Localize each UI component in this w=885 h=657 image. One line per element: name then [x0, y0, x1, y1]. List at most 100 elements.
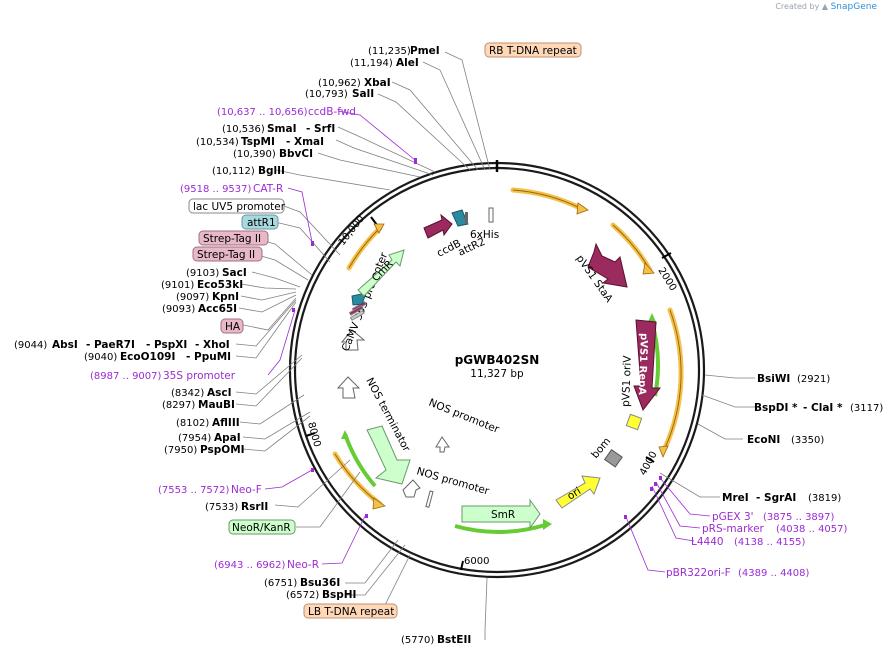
site-absi-name: AbsI: [52, 339, 78, 351]
cmr-arrow: [357, 249, 405, 297]
primer-catr-name: CAT-R: [253, 183, 283, 195]
site-afliii-num: (8102): [176, 418, 209, 429]
tick-label-6000: 6000: [464, 556, 489, 567]
attr1-label: attR1: [247, 217, 276, 229]
site-alei-num: (11,194): [350, 58, 393, 69]
site-eco53ki-name: Eco53kI: [197, 279, 243, 291]
primer-ccdbfwd-name: ccdB-fwd: [308, 106, 356, 118]
site-bsteii-num: (5770): [401, 635, 434, 646]
tick-6000: [460, 560, 464, 571]
site-bsteii-name: BstEII: [437, 634, 471, 646]
site-bsphi-name: BspHI: [322, 589, 356, 601]
nos-promoter-arrow-1: [435, 436, 450, 453]
strep-tag-label-1: Strep-Tag II: [203, 233, 261, 245]
primer-35s-name: 35S promoter: [163, 370, 236, 382]
lb-tdna-box: [303, 603, 398, 619]
primer-pgex-name: pGEX 3': [712, 511, 754, 523]
nos-promoter-label-2: NOS promoter: [415, 465, 491, 497]
sixhis-marker: [465, 212, 468, 224]
tick-label-4000: 4000: [638, 450, 660, 478]
bom-box: [603, 448, 623, 468]
site-pspxi-name: - PspXI: [146, 339, 187, 351]
site-bglii-name: BglII: [258, 165, 285, 177]
site-bbvci-name: BbvCI: [279, 148, 313, 160]
primer-prs-num: (4038 .. 4057): [776, 524, 848, 535]
primer-neof-name: Neo-F: [231, 484, 262, 496]
ori-arrow: [555, 475, 601, 509]
tick-2000: [661, 252, 672, 259]
site-bsu36i-num: (6751): [264, 578, 297, 589]
nos-promoter-label-1: NOS promoter: [427, 397, 502, 436]
site-rsrii-name: RsrII: [241, 501, 268, 513]
site-xmai-name: - XmaI: [286, 136, 324, 148]
pvs1-staa-arrow: [587, 242, 628, 288]
site-econi-name: EcoNI: [747, 434, 780, 446]
site-bsu36i-name: Bsu36I: [300, 577, 340, 589]
ha-box: [220, 318, 244, 334]
leader-lines: [235, 51, 755, 640]
nos-terminator-arrow: [336, 376, 361, 399]
site-mrei-name: MreI: [722, 492, 749, 504]
site-acc65i-num: (9093): [162, 304, 195, 315]
site-bglii-num: (10,112): [212, 166, 255, 177]
site-apai-name: ApaI: [214, 432, 241, 444]
site-eco53ki-num: (9101): [161, 280, 194, 291]
primer-ccdbfwd-num: (10,637 .. 10,656): [217, 107, 308, 118]
site-ecoo109i-num: (9040): [84, 352, 117, 363]
ccdb-arrow: [423, 213, 453, 239]
site-sgrai-name: - SgrAI: [756, 492, 796, 504]
lb-tdna-label: LB T-DNA repeat: [308, 606, 394, 618]
site-ecoo109i-name: EcoO109I: [120, 351, 175, 363]
site-bsiwi-num: (2921): [797, 374, 830, 385]
nos-promoter-arrow-2: [402, 479, 421, 498]
strep-tag-box-2: [192, 246, 263, 262]
lacuv5-label: lac UV5 promoter: [193, 201, 286, 213]
site-asci-name: AscI: [207, 387, 232, 399]
site-asci-num: (8342): [171, 388, 204, 399]
site-bbvci-num: (10,390): [233, 149, 276, 160]
site-kpni-num: (9097): [176, 292, 209, 303]
site-sali-num: (10,793): [305, 89, 348, 100]
neor-kanr-box: [228, 519, 296, 535]
primer-pbr-num: (4389 .. 4408): [738, 568, 810, 579]
site-acc65i-name: Acc65I: [198, 303, 237, 315]
site-alei-name: AleI: [396, 57, 419, 69]
pvs1-oriv-box: [625, 413, 643, 431]
plasmid-name: pGWB402SN: [455, 353, 540, 367]
site-apai-num: (7954): [178, 433, 211, 444]
site-pmei-num: (11,235): [368, 46, 411, 57]
site-econi-num: (3350): [791, 435, 824, 446]
sixhis-label: 6xHis: [470, 229, 499, 241]
site-mrei-num: (3819): [808, 493, 841, 504]
site-tspmi-name: TspMI: [241, 136, 275, 148]
site-bspdi-num: (3117): [850, 403, 883, 414]
strep-tag-label-2: Strep-Tag II: [197, 249, 255, 261]
site-pspomi-num: (7950): [164, 445, 197, 456]
tick-label-2000: 2000: [655, 266, 678, 293]
rb-marker: [488, 207, 494, 223]
primer-l4440-num: (4138 .. 4155): [734, 537, 806, 548]
site-clai-name: - ClaI *: [803, 402, 843, 414]
ha-label: HA: [225, 321, 241, 333]
snapgene-logo-icon: ▲: [821, 2, 829, 11]
site-smai-name: SmaI: [267, 123, 297, 135]
site-bspdi-name: BspDI *: [754, 402, 798, 414]
snapgene-brand: SnapGene: [830, 2, 877, 12]
smr-arrow: [461, 498, 541, 530]
arc-feature-1: [510, 187, 583, 211]
creator-credit: Created by ▲ SnapGene: [775, 2, 877, 12]
site-tspmi-num: (10,534): [196, 137, 239, 148]
site-sali-name: SalI: [352, 88, 374, 100]
site-saci-name: SacI: [222, 267, 247, 279]
site-pmei-name: PmeI: [410, 45, 440, 57]
pvs1-repa-label: pVS1 RepA: [636, 333, 649, 396]
pvs1-oriv-label: pVS1 oriV: [620, 355, 634, 408]
primer-pgex-num: (3875 .. 3897): [763, 512, 835, 523]
neor-kanr-label: NeoR/KanR: [232, 522, 291, 534]
site-bsiwi-name: BsiWI: [757, 373, 790, 385]
tick-4000: [645, 456, 655, 463]
site-kpni-name: KpnI: [212, 291, 239, 303]
site-maubi-num: (8297): [162, 400, 195, 411]
site-xbai-num: (10,962): [318, 78, 361, 89]
